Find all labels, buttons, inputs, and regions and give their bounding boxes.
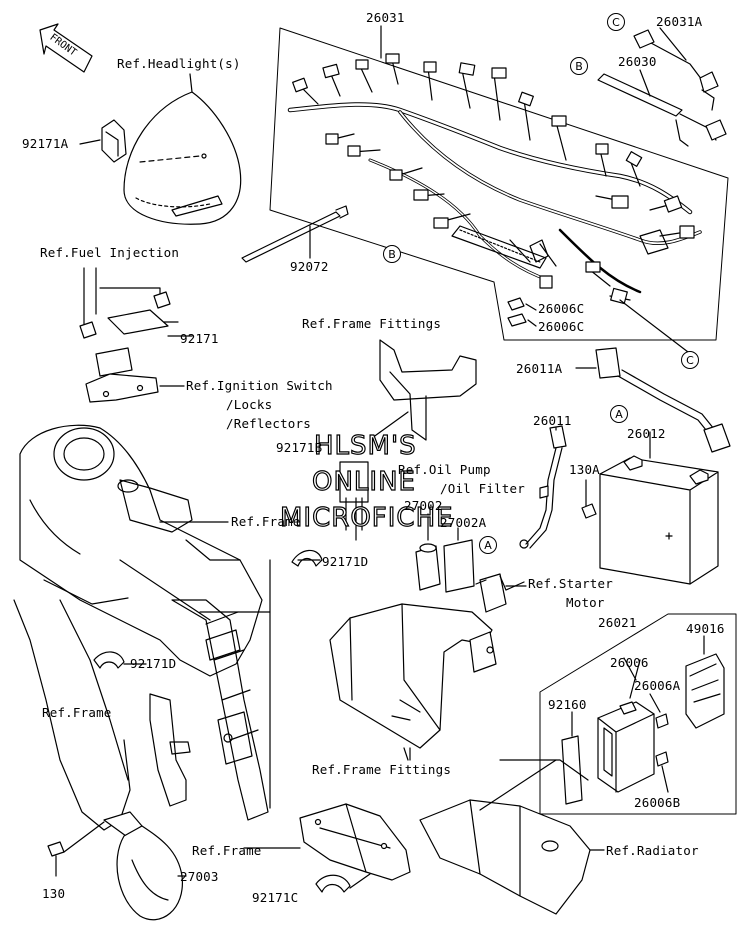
radiator-cover [419, 759, 591, 915]
frame-left [13, 424, 263, 831]
sub-harness-26030 [597, 73, 727, 147]
label-26006C-2: 26006C [538, 319, 585, 334]
label-92171D-2: 92171D [130, 656, 177, 671]
harness-frame [269, 27, 729, 341]
label-92160: 92160 [548, 697, 587, 712]
label-130A: 130A [569, 462, 600, 477]
front-arrow-icon [39, 23, 93, 73]
battery-26012 [599, 455, 719, 585]
label-92171D-1: 92171D [322, 554, 369, 569]
label-26021: 26021 [598, 615, 637, 630]
watermark-line2: ONLINE [311, 467, 416, 497]
callout-c-harness: C [681, 351, 699, 369]
frame-fitting-lower [299, 803, 411, 881]
label-ref-headlight: Ref.Headlight(s) [117, 56, 241, 71]
label-27002: 27002 [404, 498, 443, 513]
leader-headlight [189, 73, 193, 93]
label-26006B: 26006B [634, 795, 681, 810]
label-27003: 27003 [180, 869, 219, 884]
label-ref-oil-pump-2: /Oil Filter [440, 481, 525, 496]
label-92072: 92072 [290, 259, 329, 274]
label-ref-fuel-injection: Ref.Fuel Injection [40, 245, 180, 260]
main-harness-26031 [287, 59, 702, 301]
fuse-26006C-icons [507, 297, 527, 327]
fuse-small-icons [619, 701, 669, 767]
bracket-92160 [561, 735, 583, 805]
harness-connectors [292, 53, 695, 305]
label-ref-starter-2: Motor [566, 595, 605, 610]
watermark-line1: HLSM'S [313, 431, 417, 461]
battery-case [329, 603, 497, 749]
cable-tie-icon [241, 205, 349, 263]
label-49016: 49016 [686, 621, 725, 636]
label-26006: 26006 [610, 655, 649, 670]
label-26031A: 26031A [656, 14, 703, 29]
horn-27003 [103, 811, 183, 921]
label-ref-frame-fittings-top: Ref.Frame Fittings [302, 316, 442, 331]
label-ref-frame-2: Ref.Frame [42, 705, 112, 720]
callout-a-relay: A [479, 536, 497, 554]
ecu-26021 [597, 701, 655, 793]
label-92171A: 92171A [22, 136, 69, 151]
label-26011: 26011 [533, 413, 572, 428]
label-130: 130 [42, 886, 66, 901]
watermark-line3: MICROFICHE [279, 503, 454, 533]
callout-b-top: B [570, 57, 588, 75]
label-ref-radiator: Ref.Radiator [606, 843, 699, 858]
label-92171: 92171 [180, 331, 219, 346]
label-92171B: 92171B [276, 440, 323, 455]
callout-c-top: C [607, 13, 625, 31]
label-ref-starter-1: Ref.Starter [528, 576, 613, 591]
label-ref-oil-pump-1: Ref.Oil Pump [398, 462, 491, 477]
clip-92171D-icons [93, 549, 323, 669]
label-ref-ignition-1: Ref.Ignition Switch [186, 378, 333, 393]
relay-bracket [339, 339, 477, 541]
frame-tube [149, 599, 269, 821]
bolt-130A-icon [581, 479, 597, 519]
label-ref-frame-3: Ref.Frame [192, 843, 262, 858]
label-26012: 26012 [627, 426, 666, 441]
clip-92171C-icon [315, 874, 351, 893]
label-26006A: 26006A [634, 678, 681, 693]
label-27002A: 27002A [440, 515, 487, 530]
label-26011A: 26011A [516, 361, 563, 376]
callout-a-cable: A [610, 405, 628, 423]
bolt-130-icon [47, 841, 65, 877]
label-26031: 26031 [366, 10, 405, 25]
sub-harness-26031A [633, 29, 719, 111]
cover-49016 [685, 653, 725, 729]
relays [415, 539, 507, 613]
label-92171C: 92171C [252, 890, 299, 905]
headlight-outline [123, 91, 242, 225]
clip-92171A-icon [101, 119, 127, 163]
ecu-frame [539, 613, 737, 815]
cable-26011 [519, 425, 567, 549]
label-26006C-1: 26006C [538, 301, 585, 316]
label-ref-ignition-2: /Locks [226, 397, 273, 412]
callout-b-harness: B [383, 245, 401, 263]
label-26030: 26030 [618, 54, 657, 69]
fuel-injection-brackets [79, 267, 171, 403]
label-ref-ignition-3: /Reflectors [226, 416, 311, 431]
label-ref-frame-1: Ref.Frame [231, 514, 301, 529]
cable-26011A [595, 347, 731, 453]
label-ref-frame-fittings-bottom: Ref.Frame Fittings [312, 762, 452, 777]
